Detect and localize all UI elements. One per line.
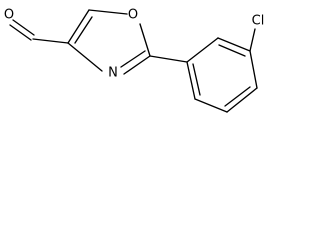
aldehyde-double-bond-lower	[9, 24, 32, 41]
oxazole-o-c2-bond	[139, 23, 151, 57]
oxazole-c4-c5-double-bond-outer	[67, 9, 90, 44]
oxazole-n-c4-bond	[67, 42, 103, 72]
phenyl-bond-1	[186, 37, 219, 63]
phenyl-bond-4	[226, 87, 258, 113]
aldehyde-carbon-to-ring-bond	[32, 38, 69, 44]
phenyl-bond-5	[194, 98, 228, 113]
chlorine-label: Cl	[252, 14, 265, 29]
oxazole-c5-o-bond	[88, 9, 128, 15]
oxazole-c4-c5-double-bond-inner	[74, 16, 93, 44]
phenyl-bond-6-inner	[192, 63, 201, 96]
oxazole-nitrogen-label: N	[108, 66, 118, 81]
oxazole-c2-n-double-bond-inner	[120, 50, 146, 68]
aldehyde-double-bond-upper	[12, 19, 35, 36]
aldehyde-oxygen-label: O	[4, 8, 14, 23]
oxazole-oxygen-label: O	[128, 8, 138, 23]
phenyl-bond-2	[217, 37, 251, 52]
phenyl-to-chlorine-bond	[249, 28, 256, 52]
phenyl-bond-2-inner	[218, 44, 246, 57]
oxazole-to-phenyl-bond	[149, 55, 188, 63]
oxazole-c2-n-double-bond-outer	[123, 55, 151, 75]
molecule-drawing: O O N Cl	[4, 8, 265, 113]
phenyl-bond-3	[249, 50, 258, 89]
chemical-structure-diagram: O O N Cl	[0, 0, 282, 136]
phenyl-bond-6	[186, 61, 196, 100]
phenyl-bond-4-inner	[224, 86, 251, 107]
